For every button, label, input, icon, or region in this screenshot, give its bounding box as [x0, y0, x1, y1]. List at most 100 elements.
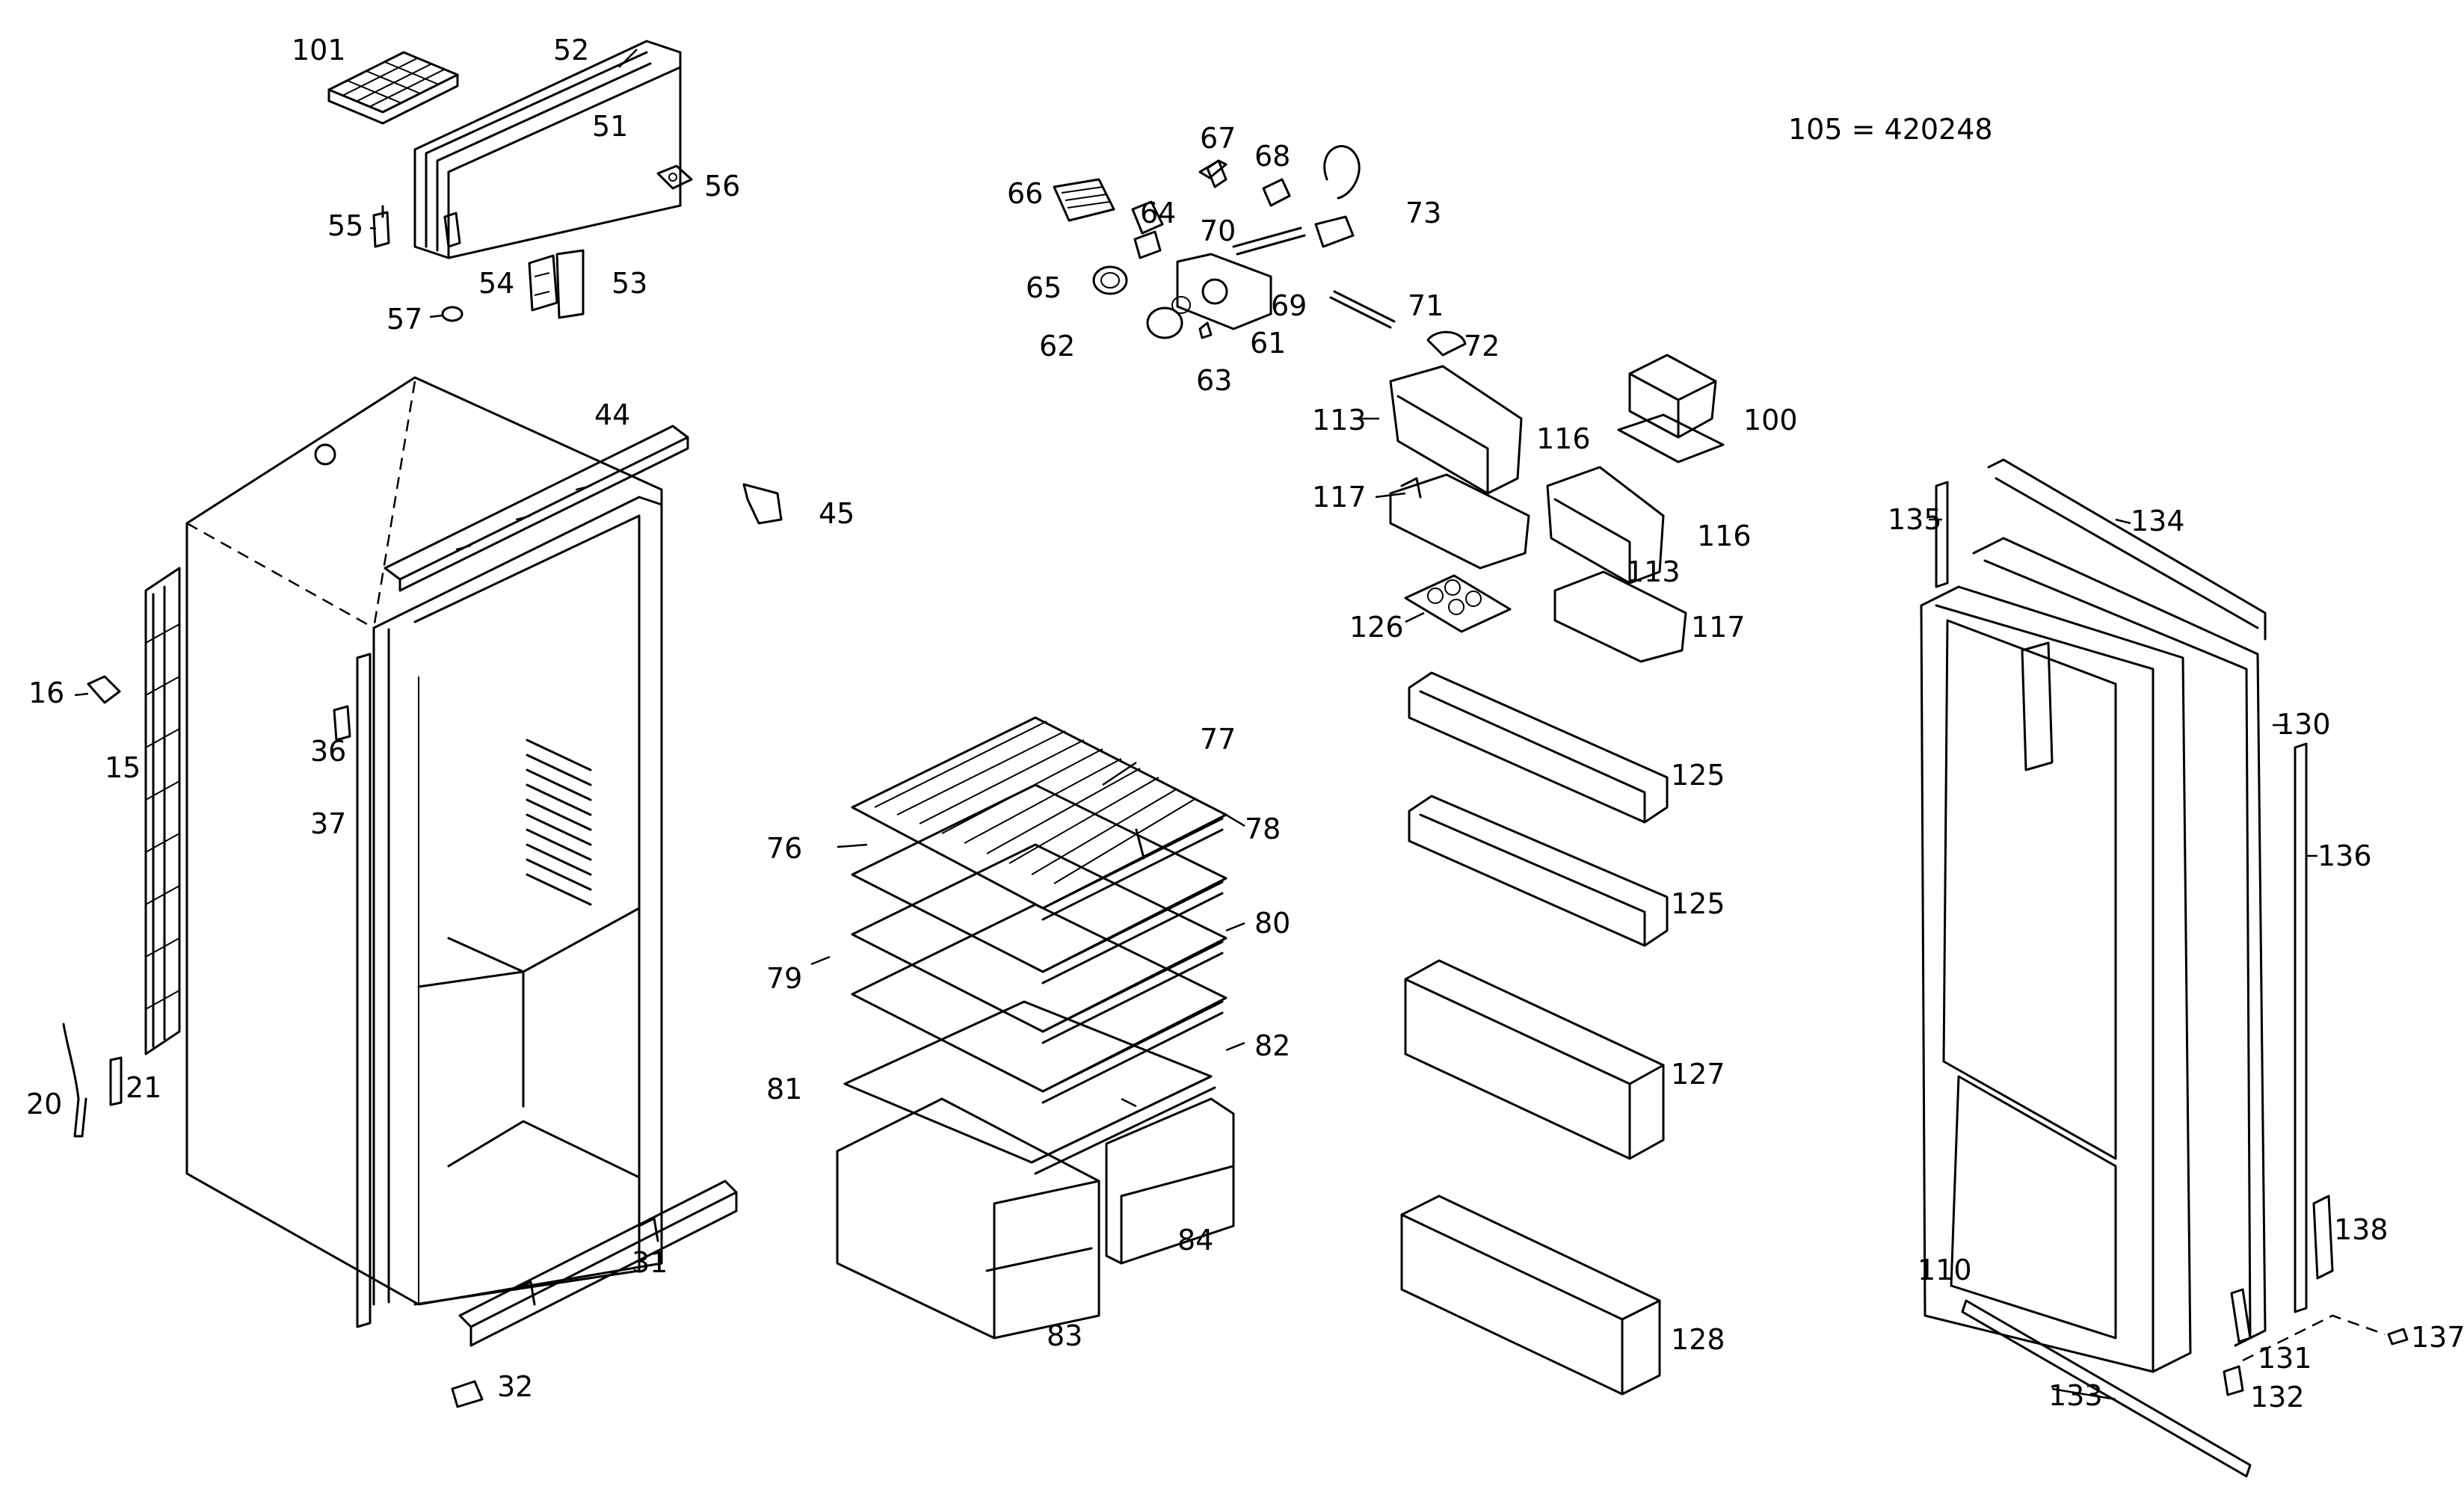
label-81: 81 [766, 1073, 802, 1106]
label-31: 31 [632, 1246, 668, 1279]
screw-137 [2242, 1314, 2409, 1362]
seal-136 [2294, 742, 2308, 1313]
clip-45 [742, 483, 783, 525]
label-63: 63 [1196, 364, 1232, 397]
hinge-138 [2312, 1195, 2334, 1280]
label-126: 126 [1349, 611, 1404, 644]
label-116a: 116 [1536, 422, 1591, 455]
label-132: 132 [2250, 1381, 2305, 1414]
label-134: 134 [2131, 505, 2185, 537]
label-113b: 113 [1626, 555, 1681, 588]
label-76: 76 [766, 832, 802, 865]
strip-37 [356, 653, 372, 1328]
label-80: 80 [1254, 907, 1290, 940]
crisper-drawers [836, 1097, 1235, 1340]
strip-133 [1961, 1299, 2252, 1478]
label-20: 20 [26, 1088, 62, 1121]
label-37: 37 [310, 807, 346, 840]
door-bins-125 [1408, 671, 1669, 947]
thermostat-group [1053, 145, 1467, 357]
door-hinge-56 [656, 164, 693, 190]
label-137: 137 [2411, 1321, 2464, 1354]
label-128: 128 [1671, 1323, 1725, 1356]
label-61: 61 [1250, 327, 1286, 360]
egg-tray-126 [1404, 574, 1512, 633]
label-21: 21 [126, 1071, 161, 1104]
label-66: 66 [1007, 177, 1043, 210]
label-100: 100 [1743, 404, 1798, 437]
label-84: 84 [1177, 1224, 1213, 1257]
part-labels: 101 52 51 56 55 54 53 57 67 68 66 64 73 … [26, 34, 2464, 1414]
label-36: 36 [310, 735, 346, 768]
label-127: 127 [1671, 1058, 1725, 1091]
label-67: 67 [1200, 122, 1236, 155]
hinge-55 [372, 205, 390, 248]
butter-dish-100 [1617, 354, 1725, 463]
label-65: 65 [1026, 271, 1062, 304]
label-73: 73 [1405, 197, 1441, 229]
label-62: 62 [1039, 330, 1075, 363]
ice-tray [327, 51, 459, 125]
label-15: 15 [105, 751, 141, 784]
label-83: 83 [1047, 1319, 1082, 1352]
label-64: 64 [1140, 197, 1176, 229]
sensor-20-21 [62, 1023, 123, 1138]
label-54: 54 [478, 267, 514, 300]
label-82: 82 [1254, 1029, 1290, 1062]
label-45: 45 [819, 497, 854, 530]
handle-53-54 [528, 249, 585, 319]
label-110: 110 [1918, 1254, 1972, 1286]
label-130: 130 [2276, 708, 2331, 741]
condenser-15 [144, 567, 181, 1055]
bin-113-117-upper [1389, 365, 1530, 570]
label-125a: 125 [1671, 759, 1725, 792]
door-bin-128 [1400, 1195, 1661, 1396]
label-32: 32 [497, 1370, 533, 1403]
glass-shelves [843, 716, 1228, 1175]
label-53: 53 [612, 267, 647, 300]
label-117a: 117 [1312, 481, 1367, 514]
cabinet [185, 376, 663, 1306]
label-71: 71 [1408, 289, 1444, 322]
label-116b: 116 [1697, 520, 1752, 552]
label-52: 52 [553, 34, 589, 67]
clamp-16 [74, 675, 121, 704]
label-68: 68 [1254, 140, 1290, 173]
label-51: 51 [592, 110, 628, 143]
bottom-rail-31 [458, 1180, 738, 1347]
label-69: 69 [1271, 289, 1307, 322]
part-number-note: 105 = 420248 [1788, 113, 1993, 146]
label-113a: 113 [1312, 404, 1367, 437]
foot-32 [451, 1380, 484, 1408]
label-101: 101 [292, 34, 346, 67]
label-117b: 117 [1691, 611, 1746, 644]
leader-lines [369, 49, 2317, 1401]
label-77: 77 [1200, 723, 1236, 756]
fridge-door [1920, 458, 2267, 1373]
label-138: 138 [2334, 1213, 2388, 1246]
label-133: 133 [2048, 1379, 2103, 1412]
door-bin-127 [1404, 959, 1665, 1160]
bin-113-117-lower [1546, 466, 1687, 663]
label-131: 131 [2258, 1342, 2312, 1375]
label-44: 44 [594, 398, 630, 431]
label-78: 78 [1245, 813, 1281, 845]
gasket-135 [1935, 481, 1949, 588]
label-70: 70 [1200, 215, 1236, 247]
label-125b: 125 [1671, 887, 1725, 920]
label-57: 57 [386, 303, 422, 336]
label-72: 72 [1464, 330, 1500, 363]
plug-57 [429, 306, 463, 322]
label-136: 136 [2317, 839, 2372, 872]
label-135: 135 [1888, 503, 1942, 536]
bracket-36 [333, 705, 351, 742]
label-79: 79 [766, 962, 802, 995]
freezer-door [413, 40, 682, 259]
hinge-131-132 [2223, 1288, 2252, 1396]
label-55: 55 [327, 209, 363, 242]
top-rail-44 [384, 425, 689, 592]
label-56: 56 [704, 170, 740, 203]
label-16: 16 [28, 676, 64, 709]
